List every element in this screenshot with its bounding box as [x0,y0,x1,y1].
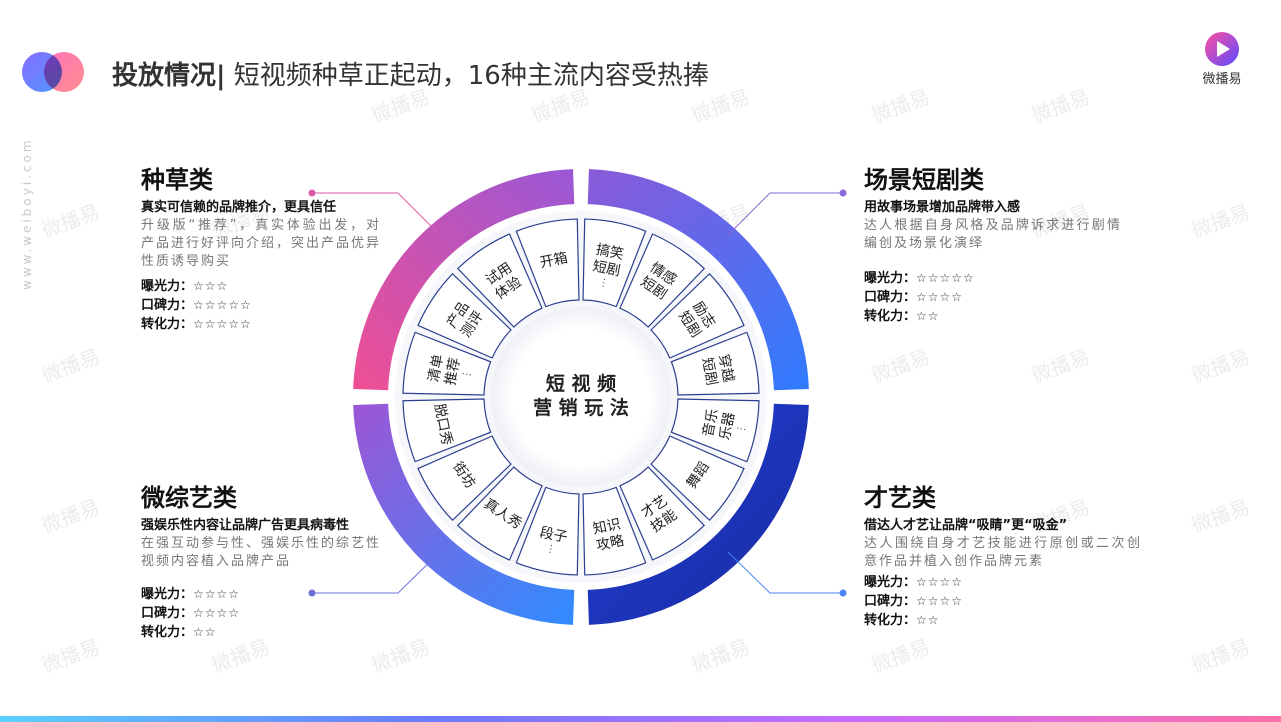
segment-tile [515,218,580,308]
block-desc: 升级版“推荐”，真实体验出发，对产品进行好评向介绍，突出产品优异性质诱导购买 [141,218,382,269]
rating-row: 曝光力：☆☆☆☆☆ [864,271,975,286]
segment-text: 段子 [538,525,569,546]
rating-row: 曝光力：☆☆☆☆ [864,575,964,590]
logo-circle-pink [44,52,84,92]
block-ratings: 曝光力：☆☆☆☆ 口碑力：☆☆☆☆ 转化力：☆☆ [141,585,401,642]
block-drama: 场景短剧类 用故事场景增加品牌带入感 达人根据自身风格及品牌诉求进行剧情编创及场… [864,165,1124,326]
brand-logo: 微播易 [1192,32,1252,87]
segment-dots: ⋮ [735,423,748,435]
segment-tile [456,233,543,328]
segment-tile [619,466,706,561]
segment-text: 乐器 [717,411,738,442]
rating-row: 口碑力：☆☆☆☆ [864,594,964,609]
block-ratings: 曝光力：☆☆☆ 口碑力：☆☆☆☆☆ 转化力：☆☆☆☆☆ [141,277,401,334]
segment-text: 知识 [591,515,622,537]
block-lead: 用故事场景增加品牌带入感 [864,200,1021,215]
segment-dots: ⋮ [461,368,474,380]
page-title-main: 投放情况| [112,61,226,91]
rating-row: 转化力：☆☆ [141,625,217,640]
segment-text: 短剧 [591,258,622,279]
segment-text: 搞笑 [594,242,625,263]
segment-tile [650,272,745,359]
connector-line [312,551,441,594]
bottom-gradient-bar [0,716,1281,722]
segment-tile [417,435,512,522]
block-lead: 借达人才艺让品牌“吸睛”更“吸金” [864,518,1068,533]
logo-circles [22,52,92,94]
connector-dot [839,589,847,597]
block-lead: 强娱乐性内容让品牌广告更具病毒性 [141,518,350,533]
rating-row: 口碑力：☆☆☆☆☆ [141,298,252,313]
block-desc: 在强互动参与性、强娱乐性的综艺性视频内容植入品牌产品 [141,536,382,569]
block-title: 场景短剧类 [864,166,984,194]
connector-dot [839,189,847,197]
rating-row: 转化力：☆☆☆☆☆ [141,317,252,332]
center-core [491,307,671,487]
ring-quadrant-grass [353,169,575,391]
connector-dot [308,589,316,597]
segment-tile [456,466,543,561]
segment-tile [650,435,745,522]
segment-label: 段子⋮ [538,525,569,556]
segment-tile [619,233,706,328]
rating-row: 转化力：☆☆ [864,309,940,324]
block-talent: 才艺类 借达人才艺让品牌“吸睛”更“吸金” 达人围绕自身才艺技能进行原创或二次创… [864,483,1140,630]
ring-quadrant-drama [587,169,809,391]
segment-tile [582,486,647,576]
block-grass: 种草类 真实可信赖的品牌推介，更具信任 升级版“推荐”，真实体验出发，对产品进行… [141,165,401,334]
segment-ring: 搞笑短剧⋮情感短剧励志短剧穿越短剧音乐乐器⋮舞蹈才艺技能知识攻略段子⋮真人秀街坊… [402,218,760,576]
block-ratings: 曝光力：☆☆☆☆☆ 口碑力：☆☆☆☆ 转化力：☆☆ [864,269,1124,326]
block-title: 微综艺类 [141,484,237,512]
segment-text: 穿越 [715,353,736,384]
center-label-line1: 短 视 频 [546,372,616,395]
segment-text: 攻略 [595,533,626,554]
segment-text: 开箱 [539,250,570,271]
page-title-sub: 短视频种草正起动，16种主流内容受热捧 [225,61,709,91]
block-desc: 达人围绕自身才艺技能进行原创或二次创意作品并植入创作品牌元素 [864,536,1142,569]
connector-line [727,192,843,236]
ring-quadrant-talent [587,403,809,625]
block-title: 才艺类 [864,484,936,512]
segment-tile [402,331,492,396]
segment-label: 开箱 [539,250,570,271]
rating-row: 曝光力：☆☆☆ [141,279,229,294]
segment-tile [515,486,580,576]
segment-tile [670,331,760,396]
rating-row: 口碑力：☆☆☆☆ [864,290,964,305]
segment-tile [402,398,492,463]
brand-name: 微播易 [1202,72,1242,87]
segment-tile [582,218,647,308]
block-ratings: 曝光力：☆☆☆☆ 口碑力：☆☆☆☆ 转化力：☆☆ [864,573,1124,630]
segment-text: 音乐 [699,407,721,438]
segment-dots: ⋮ [598,277,610,290]
rating-row: 口碑力：☆☆☆☆ [141,606,241,621]
block-desc: 达人根据自身风格及品牌诉求进行剧情编创及场景化演绎 [864,218,1122,251]
connector-line [727,551,843,594]
block-title: 种草类 [141,166,213,194]
connector-dot [308,189,316,197]
segment-dots: ⋮ [545,543,557,556]
segment-tile [417,272,512,359]
connector-line [312,192,441,236]
block-lead: 真实可信赖的品牌推介，更具信任 [141,200,337,215]
center-label-line2: 营 销 玩 法 [533,396,629,419]
segment-text: 清单 [426,353,447,384]
ring-quadrant-variety [353,403,575,625]
segment-tile [670,398,760,463]
page-title: 投放情况| 短视频种草正起动，16种主流内容受热捧 [112,58,709,94]
segment-text: 推荐 [442,356,463,387]
rating-row: 转化力：☆☆ [864,613,940,628]
rating-row: 曝光力：☆☆☆☆ [141,587,241,602]
block-variety: 微综艺类 强娱乐性内容让品牌广告更具病毒性 在强互动参与性、强娱乐性的综艺性视频… [141,483,401,642]
segment-text: 短剧 [698,356,719,387]
connector-lines [308,189,847,597]
play-icon [1205,32,1239,66]
